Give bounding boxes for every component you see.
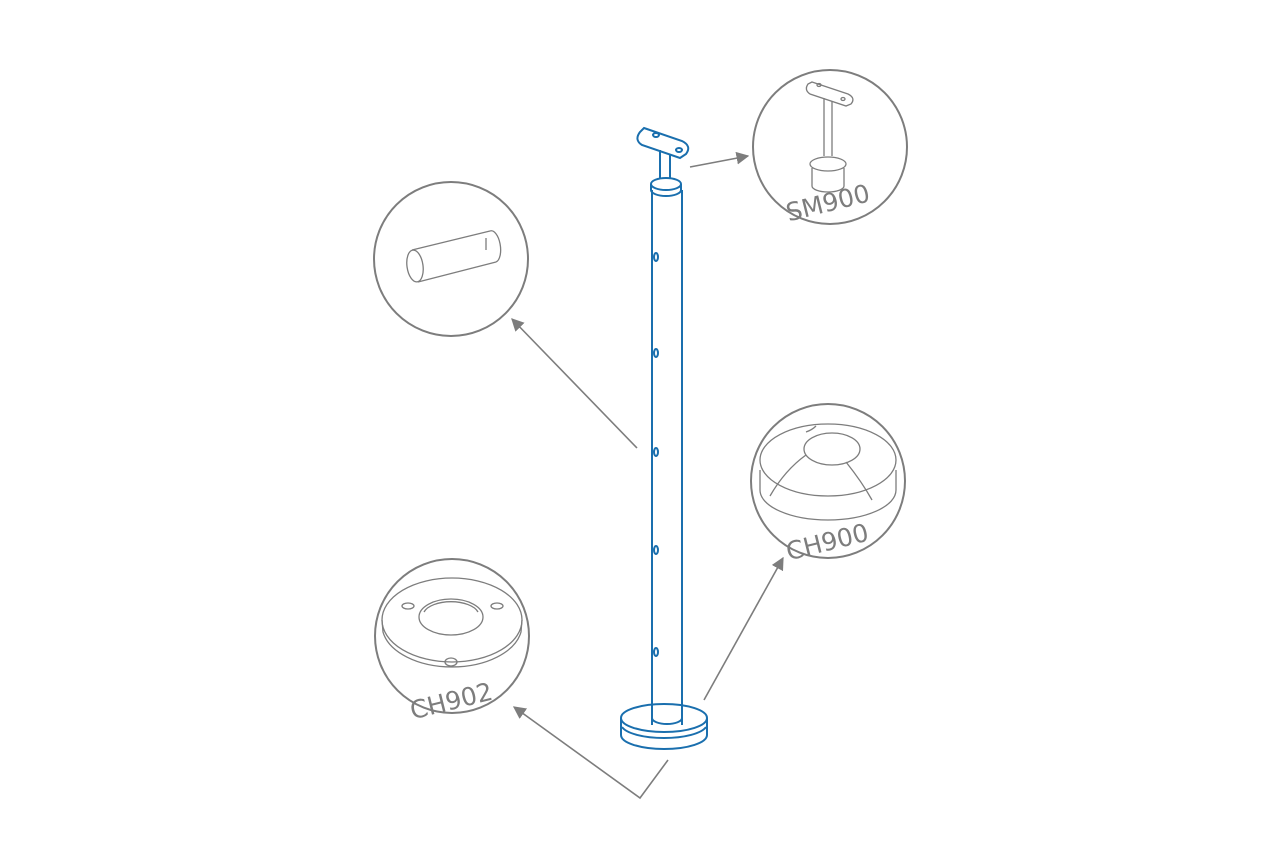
callout-sm900: SM900	[752, 69, 908, 228]
railing-post	[620, 126, 708, 750]
callout-ch900: CH900	[750, 403, 906, 566]
callout-ch902: CH902	[374, 558, 530, 725]
label-ch900: CH900	[783, 518, 872, 566]
label-ch902: CH902	[407, 677, 496, 725]
callout-leaders	[511, 151, 784, 800]
label-sm900: SM900	[783, 179, 873, 228]
callout-pin	[373, 181, 529, 337]
